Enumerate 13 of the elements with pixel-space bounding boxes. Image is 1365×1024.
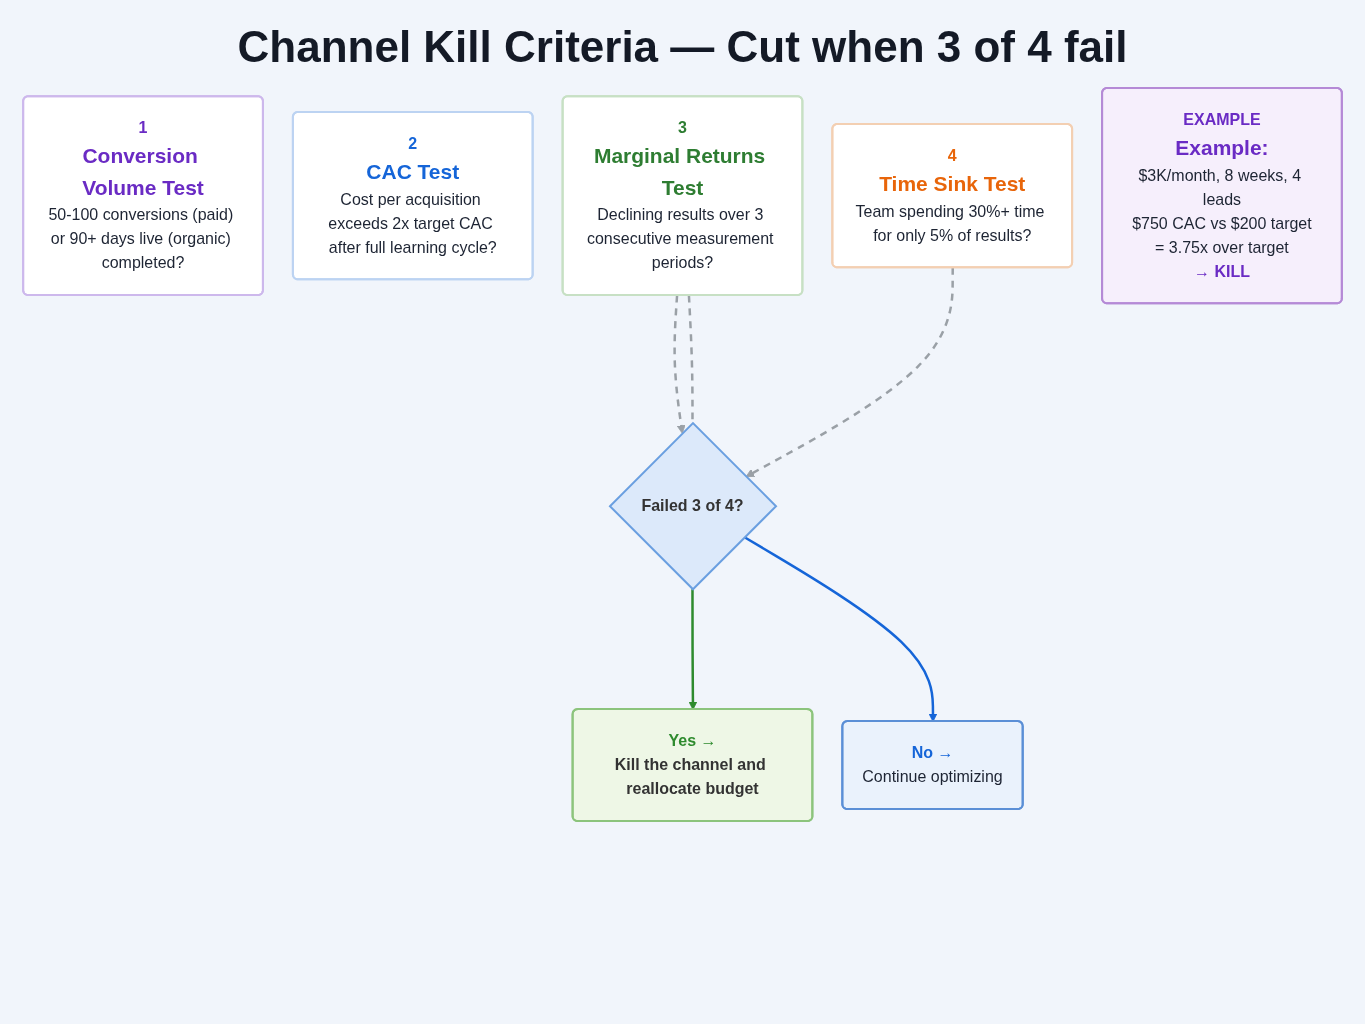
dashed-arrow [673,295,686,434]
process-box: 1 Conversion Volume Test 50-100 conversions (paid) or 90+ days live (organic) completed? [22,95,264,297]
process-box: EXAMPLE Example: $3K/month, 8 weeks, 4 leads $750 CAC vs $200 target = 3.75x over target → KILL [1101,87,1343,305]
decision-diamond: Failed 3 of 4? [608,421,778,591]
process-box: No → Continue optimizing [841,720,1024,810]
process-box: 2 CAC Test Cost per acquisition exceeds 2x target CAC after full learning cycle? [291,110,534,281]
arrow [743,536,938,722]
arrow [688,589,698,710]
process-box: 4 Time Sink Test Team spending 30%+ time for only 5% of results? [831,122,1074,269]
process-box: Yes → Kill the channel and reallocate budget [571,708,814,822]
dashed-arrow [745,267,954,478]
process-box: 3 Marginal Returns Test Declining results over 3 consecutive measurement periods? [561,95,804,297]
diagram-title: Channel Kill Criteria — Cut when 3 of 4 fail [236,21,1129,73]
